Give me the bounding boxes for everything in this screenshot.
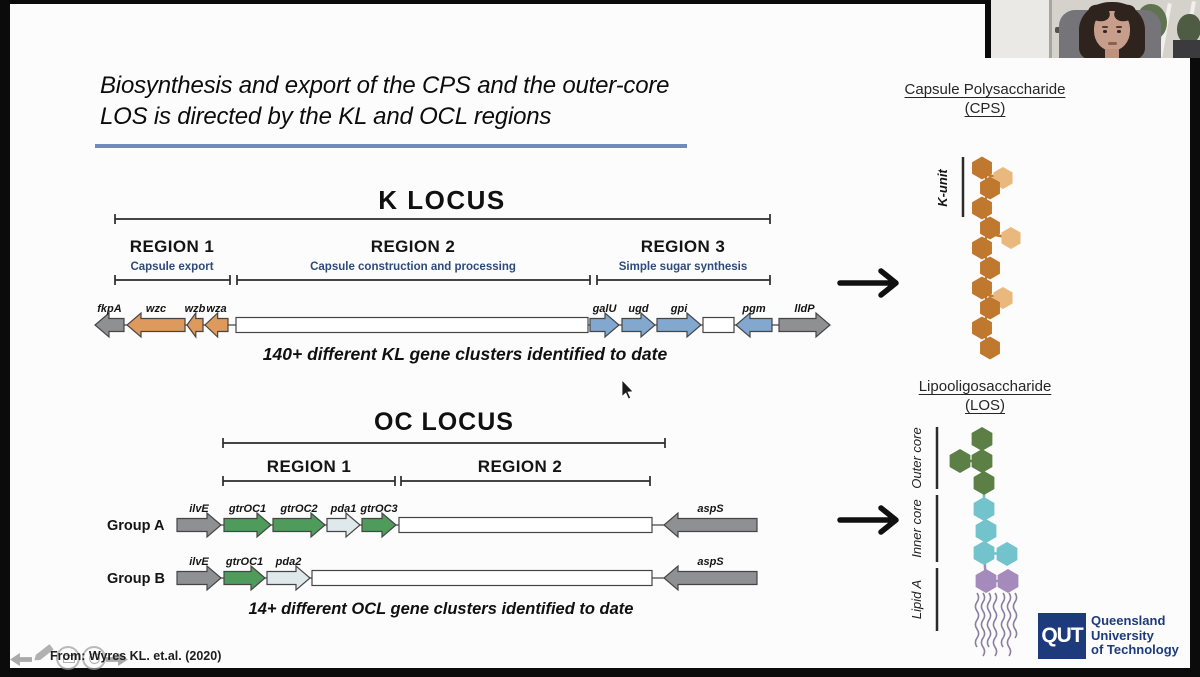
webcam-person-neck (1105, 49, 1119, 58)
qut-logo: QUT (1038, 613, 1086, 659)
ocl-caption: 14+ different OCL gene clusters identifi… (248, 600, 634, 618)
slide-overview-icon (62, 655, 75, 663)
webcam-person-brow (1102, 26, 1108, 28)
slide-title-line1: Biosynthesis and export of the CPS and t… (100, 72, 670, 99)
qut-logo-name: Queensland University of Technology (1091, 613, 1179, 658)
slide-title: Biosynthesis and export of the CPS and t… (100, 70, 820, 132)
qut-logo-abbr: QUT (1041, 624, 1083, 647)
slide-title-line2: LOS is directed by the KL and OCL region… (100, 103, 552, 130)
webcam-dark-object (1173, 40, 1200, 58)
cps-heading-abbr: (CPS) (964, 100, 1006, 117)
oc-locus-title: OC LOCUS (374, 408, 514, 436)
kl-caption: 140+ different KL gene clusters identifi… (262, 344, 668, 364)
cps-heading: Capsule Polysaccharide (904, 81, 1066, 98)
qut-logo-name-line3: of Technology (1091, 642, 1179, 657)
webcam-door (991, 0, 1049, 58)
webcam-person-eye (1117, 30, 1121, 33)
webcam-person-mouth (1108, 42, 1117, 45)
webcam-person-brow (1116, 26, 1122, 28)
zoom-tool-icon (89, 653, 100, 664)
webcam-scene (991, 0, 1200, 58)
citation-text: From: Wyres KL. et.al. (2020) (50, 649, 222, 663)
qut-logo-name-line1: Queensland (1091, 613, 1166, 628)
webcam-video-tile (985, 0, 1200, 58)
los-heading-abbr: (LOS) (964, 397, 1005, 414)
los-heading: Lipooligosaccharide (918, 378, 1052, 395)
zoom-tool-button[interactable] (82, 646, 106, 670)
webcam-door-frame (1049, 0, 1052, 58)
webcam-person-eye (1103, 30, 1107, 33)
k-locus-title: K LOCUS (378, 185, 506, 215)
slide-overview-button[interactable] (56, 646, 80, 670)
title-underline (95, 144, 687, 148)
webcam-plant (1177, 14, 1200, 44)
qut-logo-name-line2: University (1091, 627, 1154, 643)
